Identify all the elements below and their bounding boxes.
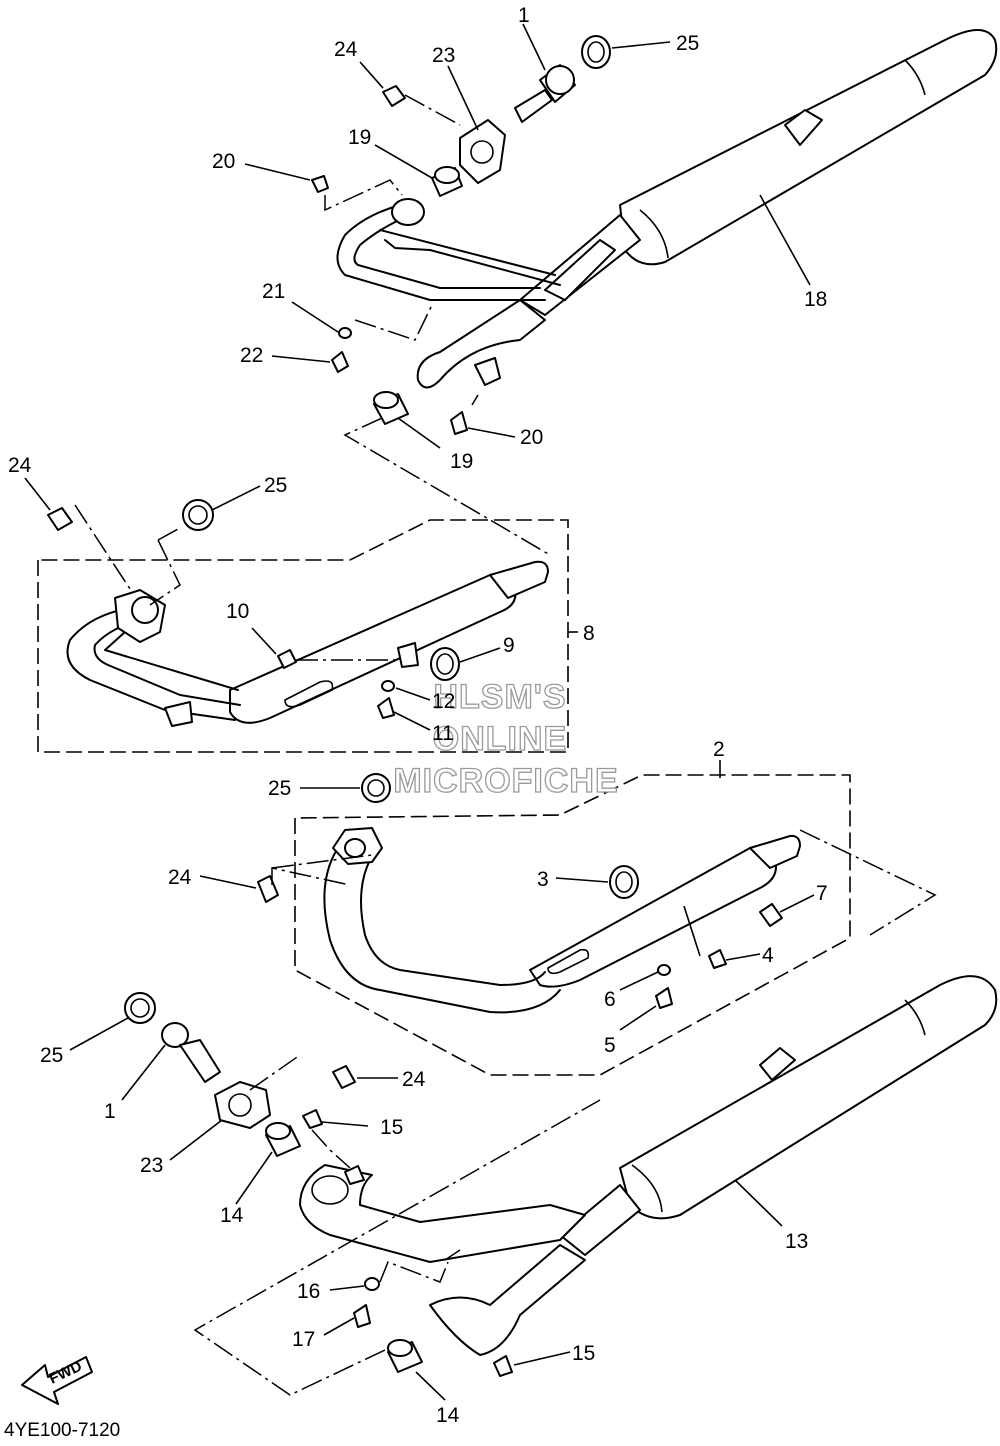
callout-20: 20: [520, 426, 543, 449]
callout-25: 25: [268, 777, 291, 800]
callout-19: 19: [348, 126, 371, 149]
watermark-line-2: ONLINE: [433, 720, 567, 758]
callout-21: 21: [262, 280, 285, 303]
callout-15: 15: [572, 1342, 595, 1365]
bottom-small-parts: [124, 992, 513, 1377]
callout-3: 3: [537, 868, 549, 891]
callouts: 1 25 24 23 19 20 18 21 22 20 19 24 25 10…: [8, 4, 828, 1427]
bottom-leaders: [69, 1017, 783, 1401]
upper-muffler-18: [519, 29, 998, 316]
callout-1: 1: [104, 1100, 116, 1123]
callout-12: 12: [432, 690, 455, 713]
callout-14: 14: [436, 1404, 460, 1427]
callout-16: 16: [297, 1280, 320, 1303]
upper-header-pipe: [336, 198, 561, 389]
callout-5: 5: [604, 1034, 616, 1057]
callout-20: 20: [212, 150, 235, 173]
top-leaders: [244, 23, 811, 556]
diagram-code: 4YE100-7120: [4, 1420, 120, 1441]
watermark-line-3: MICROFICHE: [393, 762, 618, 800]
assembly-8-leaders: [24, 477, 501, 731]
callout-25: 25: [264, 474, 287, 497]
callout-8: 8: [583, 622, 595, 645]
callout-10: 10: [226, 600, 249, 623]
callout-9: 9: [503, 634, 515, 657]
top-small-parts: [311, 35, 611, 435]
callout-19: 19: [450, 450, 473, 473]
callout-25: 25: [676, 32, 699, 55]
callout-25: 25: [40, 1044, 63, 1067]
callout-18: 18: [804, 288, 827, 311]
callout-1: 1: [518, 4, 530, 27]
callout-15: 15: [380, 1116, 403, 1139]
callout-7: 7: [816, 882, 828, 905]
callout-13: 13: [785, 1230, 808, 1253]
callout-2: 2: [713, 738, 725, 761]
callout-24: 24: [8, 454, 32, 477]
callout-23: 23: [140, 1154, 163, 1177]
assembly-2: [257, 760, 851, 1076]
callout-4: 4: [762, 944, 774, 967]
assembly-2-leaders: [199, 787, 937, 1031]
assembly-8: [37, 499, 578, 753]
fwd-arrow-icon: FWD: [21, 1356, 93, 1405]
callout-22: 22: [240, 344, 263, 367]
callout-23: 23: [432, 44, 455, 67]
callout-14: 14: [220, 1204, 244, 1227]
callout-24: 24: [402, 1068, 426, 1091]
callout-17: 17: [292, 1328, 315, 1351]
callout-6: 6: [604, 988, 616, 1011]
lower-muffler-13: [429, 975, 998, 1356]
callout-24: 24: [334, 38, 358, 61]
callout-24: 24: [168, 866, 192, 889]
watermark: HLSM'S ONLINE MICROFICHE: [393, 677, 619, 800]
callout-11: 11: [432, 722, 454, 745]
watermark-line-1: HLSM'S: [433, 678, 566, 716]
lower-header-pipe: [299, 1164, 586, 1263]
